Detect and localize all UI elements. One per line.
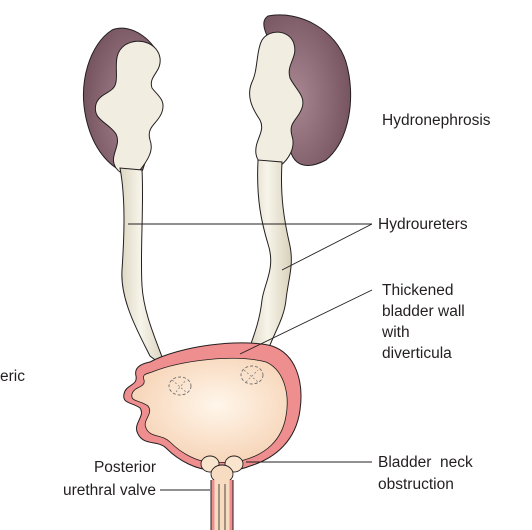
- bladder-neck-label-line2: obstruction: [378, 474, 454, 495]
- thickened-wall-label-line1: Thickened: [382, 280, 454, 301]
- thickened-wall-label-line4: diverticula: [382, 343, 452, 364]
- right-ureter: [248, 160, 291, 356]
- posterior-valve-label-line2: urethral valve: [40, 480, 156, 501]
- urethra: [213, 480, 231, 530]
- bladder-lumen: [132, 358, 287, 462]
- left-partial-label: eric: [0, 366, 25, 387]
- hydronephrosis-label: Hydronephrosis: [382, 110, 491, 131]
- hydroureters-label: Hydroureters: [378, 214, 468, 235]
- hydroureters-leader-right: [282, 224, 372, 270]
- bladder-neck-label-line1: Bladder neck: [378, 452, 473, 473]
- thickened-wall-label-line3: with: [382, 322, 410, 343]
- left-ureter: [120, 168, 166, 368]
- thickened-wall-label-line2: bladder wall: [382, 301, 465, 322]
- posterior-valve-label-line1: Posterior: [40, 457, 156, 478]
